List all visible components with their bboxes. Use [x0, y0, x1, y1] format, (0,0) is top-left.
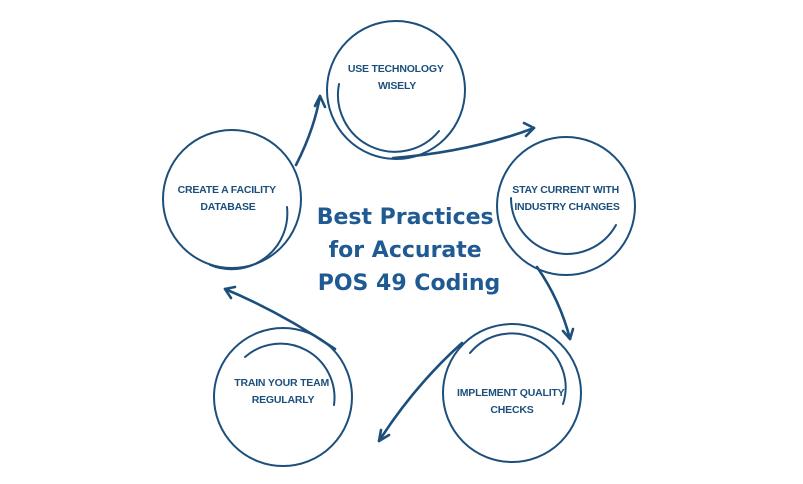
step-train-your-team: TRAIN YOUR TEAM REGULARLY — [213, 327, 353, 467]
step-circle — [442, 323, 582, 463]
step-circle — [213, 327, 353, 467]
connector-line — [223, 287, 337, 351]
arrowhead-icon — [223, 285, 237, 300]
arrowhead-icon — [377, 428, 391, 443]
step-inner-arc — [336, 83, 440, 153]
step-implement-quality-checks: IMPLEMENT QUALITY CHECKS — [442, 323, 582, 463]
connector-3-to-4 — [377, 341, 464, 443]
step-circle — [496, 136, 636, 276]
step-inner-arc — [244, 342, 336, 406]
step-circle — [162, 129, 302, 269]
connector-line — [391, 126, 536, 160]
step-stay-current: STAY CURRENT WITH INDUSTRY CHANGES — [496, 136, 636, 276]
step-inner-arc — [510, 197, 617, 255]
connector-2-to-3 — [535, 265, 575, 341]
step-label: CREATE A FACILITY DATABASE — [178, 184, 279, 213]
connector-line — [377, 341, 464, 443]
connector-line — [535, 265, 572, 341]
step-use-technology-wisely: USE TECHNOLOGY WISELY — [326, 20, 466, 160]
connector-1-to-2 — [391, 121, 536, 160]
arrowhead-icon — [522, 121, 536, 138]
step-inner-arc — [209, 206, 289, 271]
arrowhead-icon — [313, 94, 327, 109]
step-create-facility-database: CREATE A FACILITY DATABASE — [162, 129, 302, 271]
step-label: TRAIN YOUR TEAM REGULARLY — [234, 377, 332, 406]
step-label: STAY CURRENT WITH INDUSTRY CHANGES — [512, 184, 621, 213]
connector-line — [294, 94, 322, 167]
connector-5-to-1 — [294, 94, 327, 167]
connector-4-to-5 — [223, 285, 337, 351]
step-inner-arc — [469, 332, 567, 405]
step-label: USE TECHNOLOGY WISELY — [348, 63, 446, 92]
arrowhead-icon — [561, 327, 575, 341]
step-label: IMPLEMENT QUALITY CHECKS — [457, 387, 567, 416]
diagram-title: Best Practices for Accurate POS 49 Codin… — [317, 205, 502, 296]
